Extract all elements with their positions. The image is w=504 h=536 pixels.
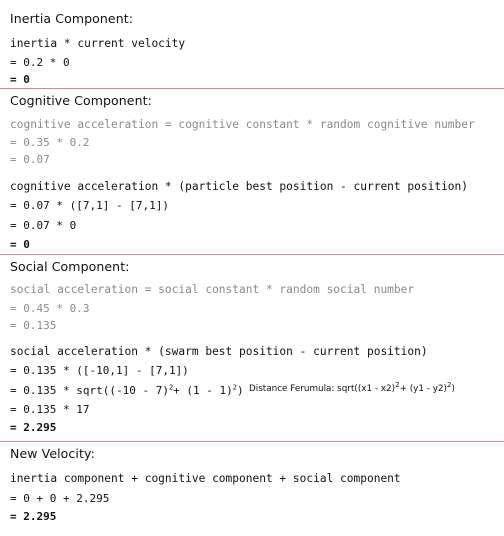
inertia-substitution: = 0.2 * 0 — [10, 56, 70, 69]
social-acceleration-substitution: = 0.45 * 0.3 — [10, 302, 90, 315]
sqrt-expression-middle: + (1 - 1) — [173, 384, 233, 397]
section-divider — [0, 254, 504, 255]
social-component-substitution: = 0.135 * ([-10,1] - [7,1]) — [10, 364, 189, 377]
social-acceleration-formula: social acceleration = social constant * … — [10, 283, 415, 296]
social-heading: Social Component: — [10, 259, 130, 274]
square-exponent: 2 — [168, 383, 174, 392]
cognitive-component-formula: cognitive acceleration * (particle best … — [10, 180, 469, 193]
cognitive-component-simplified: = 0.07 * 0 — [10, 219, 77, 232]
new-velocity-heading: New Velocity: — [10, 446, 95, 461]
inertia-formula: inertia * current velocity — [10, 37, 186, 50]
new-velocity-substitution: = 0 + 0 + 2.295 — [10, 492, 110, 505]
cognitive-acceleration-substitution: = 0.35 * 0.2 — [10, 136, 90, 149]
distance-note-middle: + (y1 - y2) — [399, 384, 447, 394]
social-sqrt-expression: = 0.135 * sqrt((-10 - 7)2+ (1 - 1)2) — [10, 384, 244, 398]
cognitive-component-substitution: = 0.07 * ([7,1] - [7,1]) — [10, 199, 169, 212]
social-component-multiplied: = 0.135 * 17 — [10, 403, 90, 416]
social-component-result: = 2.295 — [10, 421, 57, 434]
distance-formula-note: Distance Ferumula: sqrt((x1 - x2)2+ (y1 … — [249, 381, 455, 395]
section-divider — [0, 88, 504, 89]
cognitive-acceleration-formula: cognitive acceleration = cognitive const… — [10, 118, 475, 131]
square-exponent: 2 — [395, 381, 400, 390]
inertia-heading: Inertia Component: — [10, 11, 134, 26]
new-velocity-formula: inertia component + cognitive component … — [10, 472, 401, 485]
section-divider — [0, 441, 504, 442]
inertia-result: = 0 — [10, 73, 30, 86]
new-velocity-result: = 2.295 — [10, 510, 57, 523]
sqrt-expression-suffix: ) — [237, 384, 244, 397]
distance-note-suffix: ) — [451, 384, 455, 394]
cognitive-acceleration-result: = 0.07 — [10, 153, 50, 166]
cognitive-component-result: = 0 — [10, 238, 30, 251]
cognitive-heading: Cognitive Component: — [10, 93, 152, 108]
square-exponent: 2 — [446, 381, 452, 390]
social-component-formula: social acceleration * (swarm best positi… — [10, 345, 428, 358]
square-exponent: 2 — [232, 383, 237, 392]
distance-note-prefix: Distance Ferumula: sqrt((x1 - x2) — [249, 384, 396, 394]
social-acceleration-result: = 0.135 — [10, 319, 57, 332]
sqrt-expression-prefix: = 0.135 * sqrt((-10 - 7) — [10, 384, 169, 397]
